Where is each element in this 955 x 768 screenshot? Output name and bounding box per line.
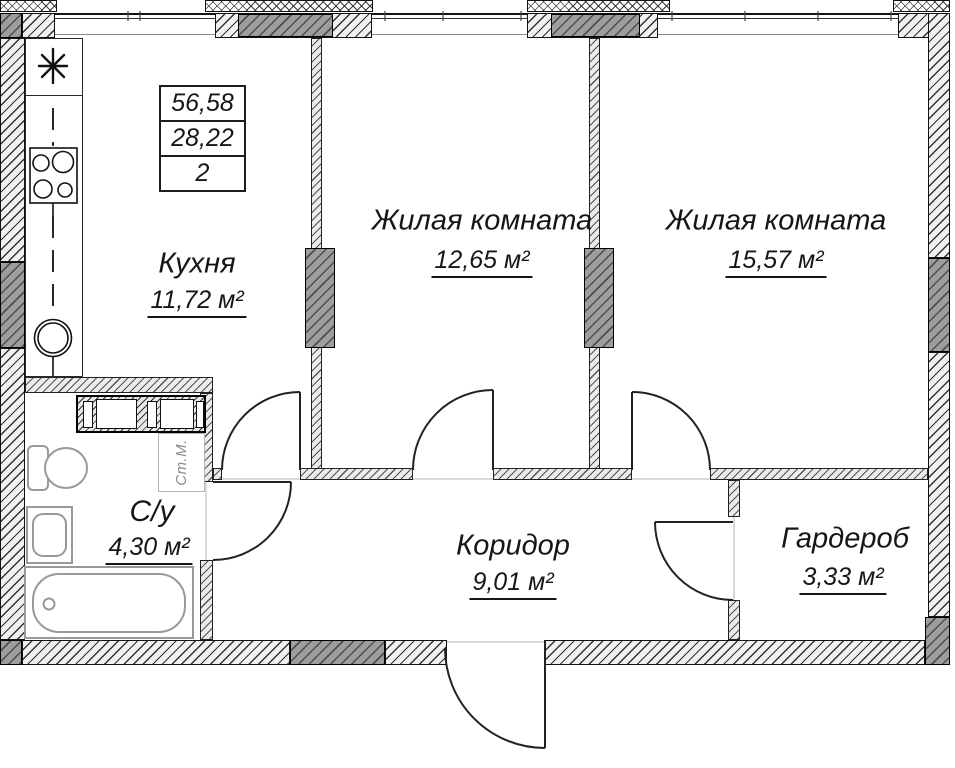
door-kitchen [221, 391, 301, 471]
wall-corridor-top [493, 468, 632, 480]
balcony-strip [893, 0, 950, 12]
wall-corridor-top [710, 468, 928, 480]
column-bottom-left [0, 640, 22, 665]
wall-right [928, 352, 950, 617]
room-area-bathroom: 4,30 м² [105, 533, 193, 565]
column-living1-living2 [584, 248, 614, 348]
wall-bottom [22, 640, 290, 665]
wall-corridor-top [300, 468, 413, 480]
door-living2 [631, 391, 711, 471]
room-label-wardrobe: Гардероб [781, 522, 909, 555]
door-bathroom [212, 481, 292, 561]
room-area-kitchen: 11,72 м² [147, 286, 247, 318]
column-top-left [0, 13, 22, 38]
counter-divider [25, 95, 83, 97]
wall-bathroom-north [25, 377, 213, 393]
wall-left [0, 348, 25, 640]
washing-machine: Ст.М. [158, 433, 205, 492]
room-area-living2: 15,57 м² [725, 246, 827, 278]
wall-bottom [385, 640, 447, 665]
window-sill [372, 34, 527, 35]
bathroom-sink [26, 506, 73, 564]
room-label-living1: Жилая комната [371, 204, 593, 237]
wall-right [928, 13, 950, 258]
duct-inset [160, 399, 194, 429]
room-label-bathroom: С/у [129, 495, 175, 528]
duct-inset [96, 399, 137, 429]
door-wardrobe [654, 521, 734, 601]
ventilation-asterisk-icon [37, 47, 69, 85]
wall-top-left [22, 13, 55, 38]
door-entrance [444, 640, 546, 749]
column-right [928, 258, 950, 352]
door-living1 [412, 389, 494, 471]
wall-left [0, 38, 25, 262]
wall-wardrobe-west [728, 480, 740, 517]
column-kitchen-living1 [305, 248, 335, 348]
stove [29, 147, 78, 216]
column-bottom-mid [290, 640, 385, 665]
duct-inset [147, 401, 157, 428]
column-top-2 [551, 14, 640, 37]
room-area-wardrobe: 3,33 м² [799, 563, 887, 595]
duct-inset [196, 401, 204, 428]
balcony-strip [0, 0, 57, 12]
bathtub [24, 566, 194, 639]
balcony-strip [205, 0, 373, 12]
window-living1 [372, 13, 527, 19]
threshold-lines [205, 478, 735, 643]
info-living-area: 28,22 [159, 119, 246, 157]
wall-corridor-top [213, 468, 222, 480]
window-living2 [658, 13, 898, 19]
window-pane-ticks [127, 11, 892, 21]
room-label-living2: Жилая комната [665, 204, 887, 237]
wall-bottom [545, 640, 925, 665]
room-area-living1: 12,65 м² [431, 246, 533, 278]
window-sill [658, 34, 898, 35]
info-total-area: 56,58 [159, 85, 246, 122]
window-kitchen [55, 13, 215, 19]
column-bottom-right [925, 617, 950, 665]
room-label-kitchen: Кухня [158, 247, 236, 280]
room-label-corridor: Коридор [456, 529, 570, 562]
duct-inset [83, 401, 93, 428]
kitchen-counter [25, 38, 83, 377]
column-left [0, 262, 25, 348]
wall-bathroom-east [200, 560, 213, 640]
room-area-corridor: 9,01 м² [469, 568, 557, 600]
info-rooms-count: 2 [159, 154, 246, 192]
column-top-1 [238, 14, 333, 37]
info-table: 56,58 28,22 2 [159, 85, 246, 192]
toilet [27, 445, 88, 491]
balcony-strip [527, 0, 670, 12]
kitchen-sink [33, 318, 73, 376]
window-sill [55, 34, 215, 35]
wall-wardrobe-west [728, 600, 740, 640]
